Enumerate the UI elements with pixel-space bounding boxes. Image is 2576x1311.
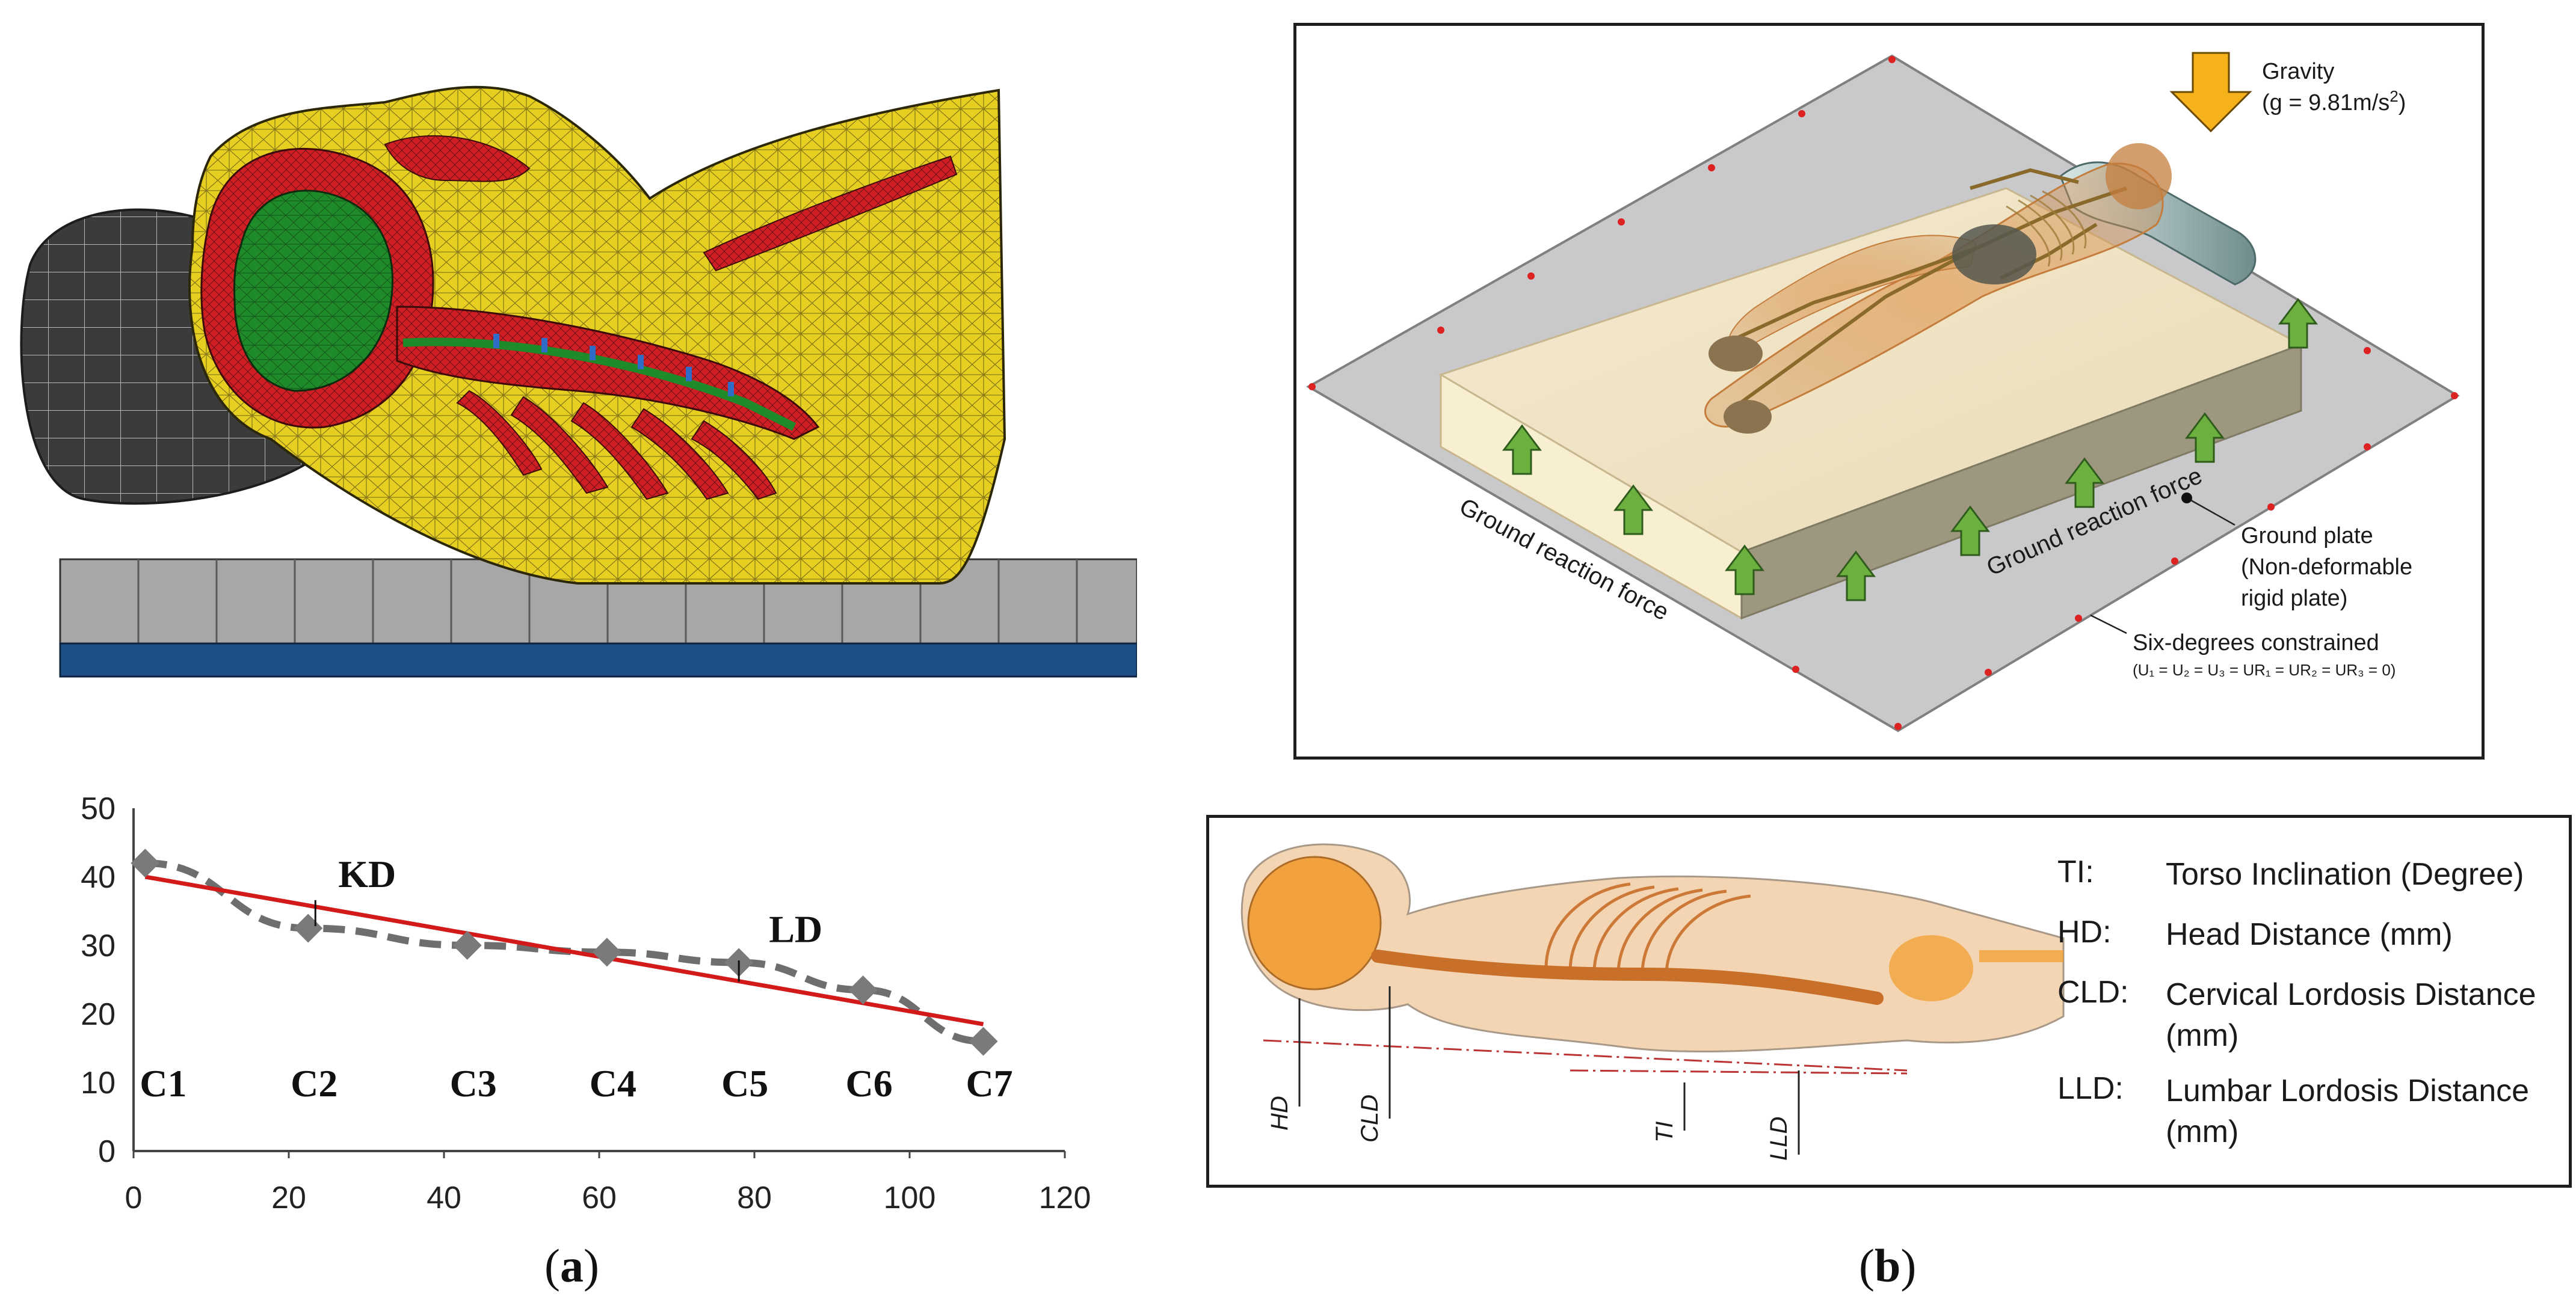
posture-measurement-panel: HD CLD TI LLD TI: Torso Inclination (Deg… bbox=[1206, 815, 2572, 1188]
cld-label: CLD bbox=[1357, 1095, 1383, 1143]
pelvis-model bbox=[1952, 224, 2036, 284]
y-tick-label-1: 10 bbox=[81, 1066, 116, 1101]
legend-cld: CLD: Cervical Lordosis Distance (mm) bbox=[2057, 974, 2563, 1058]
ground-plate-line-3: rigid plate) bbox=[2241, 586, 2347, 611]
legend-lld: LLD: Lumbar Lordosis Distance (mm) bbox=[2057, 1070, 2563, 1155]
legend-cld-abbr: CLD: bbox=[2057, 975, 2129, 1010]
x-tick-label-5: 100 bbox=[884, 1181, 936, 1215]
mattress-right-side bbox=[1740, 343, 2302, 620]
ld-annotation: LD bbox=[769, 907, 822, 950]
skull-shape bbox=[1247, 856, 1382, 990]
cervical-spine-mesh bbox=[396, 305, 820, 440]
vertebra-label-C4: C4 bbox=[590, 1062, 636, 1105]
legend-ti: TI: Torso Inclination (Degree) bbox=[2057, 854, 2563, 896]
legend-lld-abbr: LLD: bbox=[2057, 1071, 2124, 1106]
spinal-cord-mesh bbox=[402, 337, 797, 431]
hd-label: HD bbox=[1266, 1096, 1293, 1131]
vertebra-label-C7: C7 bbox=[966, 1062, 1012, 1105]
vertebra-label-C2: C2 bbox=[291, 1062, 337, 1105]
ground-plate-line-1: Ground plate bbox=[2241, 523, 2373, 548]
legend-ti-desc: Torso Inclination (Degree) bbox=[2166, 857, 2524, 892]
sagittal-skeleton-illustration: HD CLD TI LLD bbox=[1240, 843, 2065, 1161]
trend-line bbox=[144, 874, 984, 1027]
legend-hd: HD: Head Distance (mm) bbox=[2057, 914, 2563, 956]
legend-lld-desc: Lumbar Lordosis Distance (mm) bbox=[2166, 1073, 2530, 1149]
mandible-mesh bbox=[703, 155, 958, 272]
data-point-C1 bbox=[131, 849, 160, 878]
legend-ti-abbr: TI: bbox=[2057, 855, 2094, 889]
y-tick-label-5: 50 bbox=[81, 791, 116, 826]
pelvis-shape bbox=[1889, 935, 1973, 1001]
legend-hd-abbr: HD: bbox=[2057, 915, 2112, 950]
legend-cld-desc: Cervical Lordosis Distance (mm) bbox=[2166, 977, 2536, 1053]
vertebra-label-C5: C5 bbox=[721, 1062, 768, 1105]
vertebra-label-C6: C6 bbox=[845, 1062, 892, 1105]
brain-mesh bbox=[233, 189, 393, 392]
measured-curve-line bbox=[145, 859, 984, 1045]
cervical-curve-chart: 0 10 20 30 40 50 0 20 40 60 80 100 120 C1 C2 C3 C4 C5 C6 C… bbox=[81, 791, 1091, 1215]
x-tick-label-2: 40 bbox=[427, 1181, 461, 1215]
fe-mesh-model-image bbox=[20, 85, 1137, 678]
ground-reaction-arrows bbox=[1502, 298, 2318, 601]
y-tick-label-3: 30 bbox=[81, 929, 116, 963]
gravity-value: (g = 9.81m/s2) bbox=[2262, 87, 2406, 115]
reference-line-lower bbox=[1570, 1069, 1908, 1075]
boundary-condition-panel: Gravity (g = 9.81m/s2) Ground reaction f… bbox=[1293, 23, 2485, 760]
caption-b: (b) bbox=[1859, 1239, 1917, 1292]
data-point-C3 bbox=[452, 931, 482, 960]
gravity-arrow-icon bbox=[2169, 52, 2252, 133]
data-point-C6 bbox=[848, 975, 878, 1005]
x-tick-label-3: 60 bbox=[582, 1181, 617, 1215]
x-tick-label-4: 80 bbox=[737, 1181, 772, 1215]
ti-label: TI bbox=[1651, 1121, 1678, 1143]
data-point-C7 bbox=[969, 1027, 998, 1056]
vertebra-label-C1: C1 bbox=[140, 1062, 186, 1105]
rib-cage bbox=[1544, 882, 1751, 976]
head-model bbox=[2106, 143, 2172, 209]
data-point-C4 bbox=[592, 938, 621, 967]
data-point-C2 bbox=[294, 913, 323, 943]
ground-plate-line-2: (Non-deformable bbox=[2241, 554, 2412, 580]
y-tick-label-0: 0 bbox=[98, 1134, 116, 1169]
kd-annotation: KD bbox=[338, 853, 396, 895]
vertebra-label-C3: C3 bbox=[450, 1062, 497, 1105]
caption-a: (a) bbox=[544, 1239, 599, 1292]
six-dof-title: Six-degrees constrained bbox=[2133, 630, 2379, 656]
gravity-title: Gravity bbox=[2262, 59, 2334, 84]
y-tick-label-4: 40 bbox=[81, 860, 116, 895]
x-tick-label-1: 20 bbox=[271, 1181, 306, 1215]
six-dof-equation: (U₁ = U₂ = U₃ = UR₁ = UR₂ = UR₃ = 0) bbox=[2133, 661, 2396, 679]
x-tick-label-6: 120 bbox=[1039, 1181, 1091, 1215]
mattress-scene-illustration: Gravity (g = 9.81m/s2) Ground reaction f… bbox=[1305, 52, 2460, 732]
lld-label: LLD bbox=[1766, 1117, 1792, 1161]
x-tick-label-0: 0 bbox=[125, 1181, 143, 1215]
legend-hd-desc: Head Distance (mm) bbox=[2166, 917, 2453, 952]
y-tick-label-2: 20 bbox=[81, 997, 116, 1032]
reference-line-upper bbox=[1263, 1039, 1908, 1072]
